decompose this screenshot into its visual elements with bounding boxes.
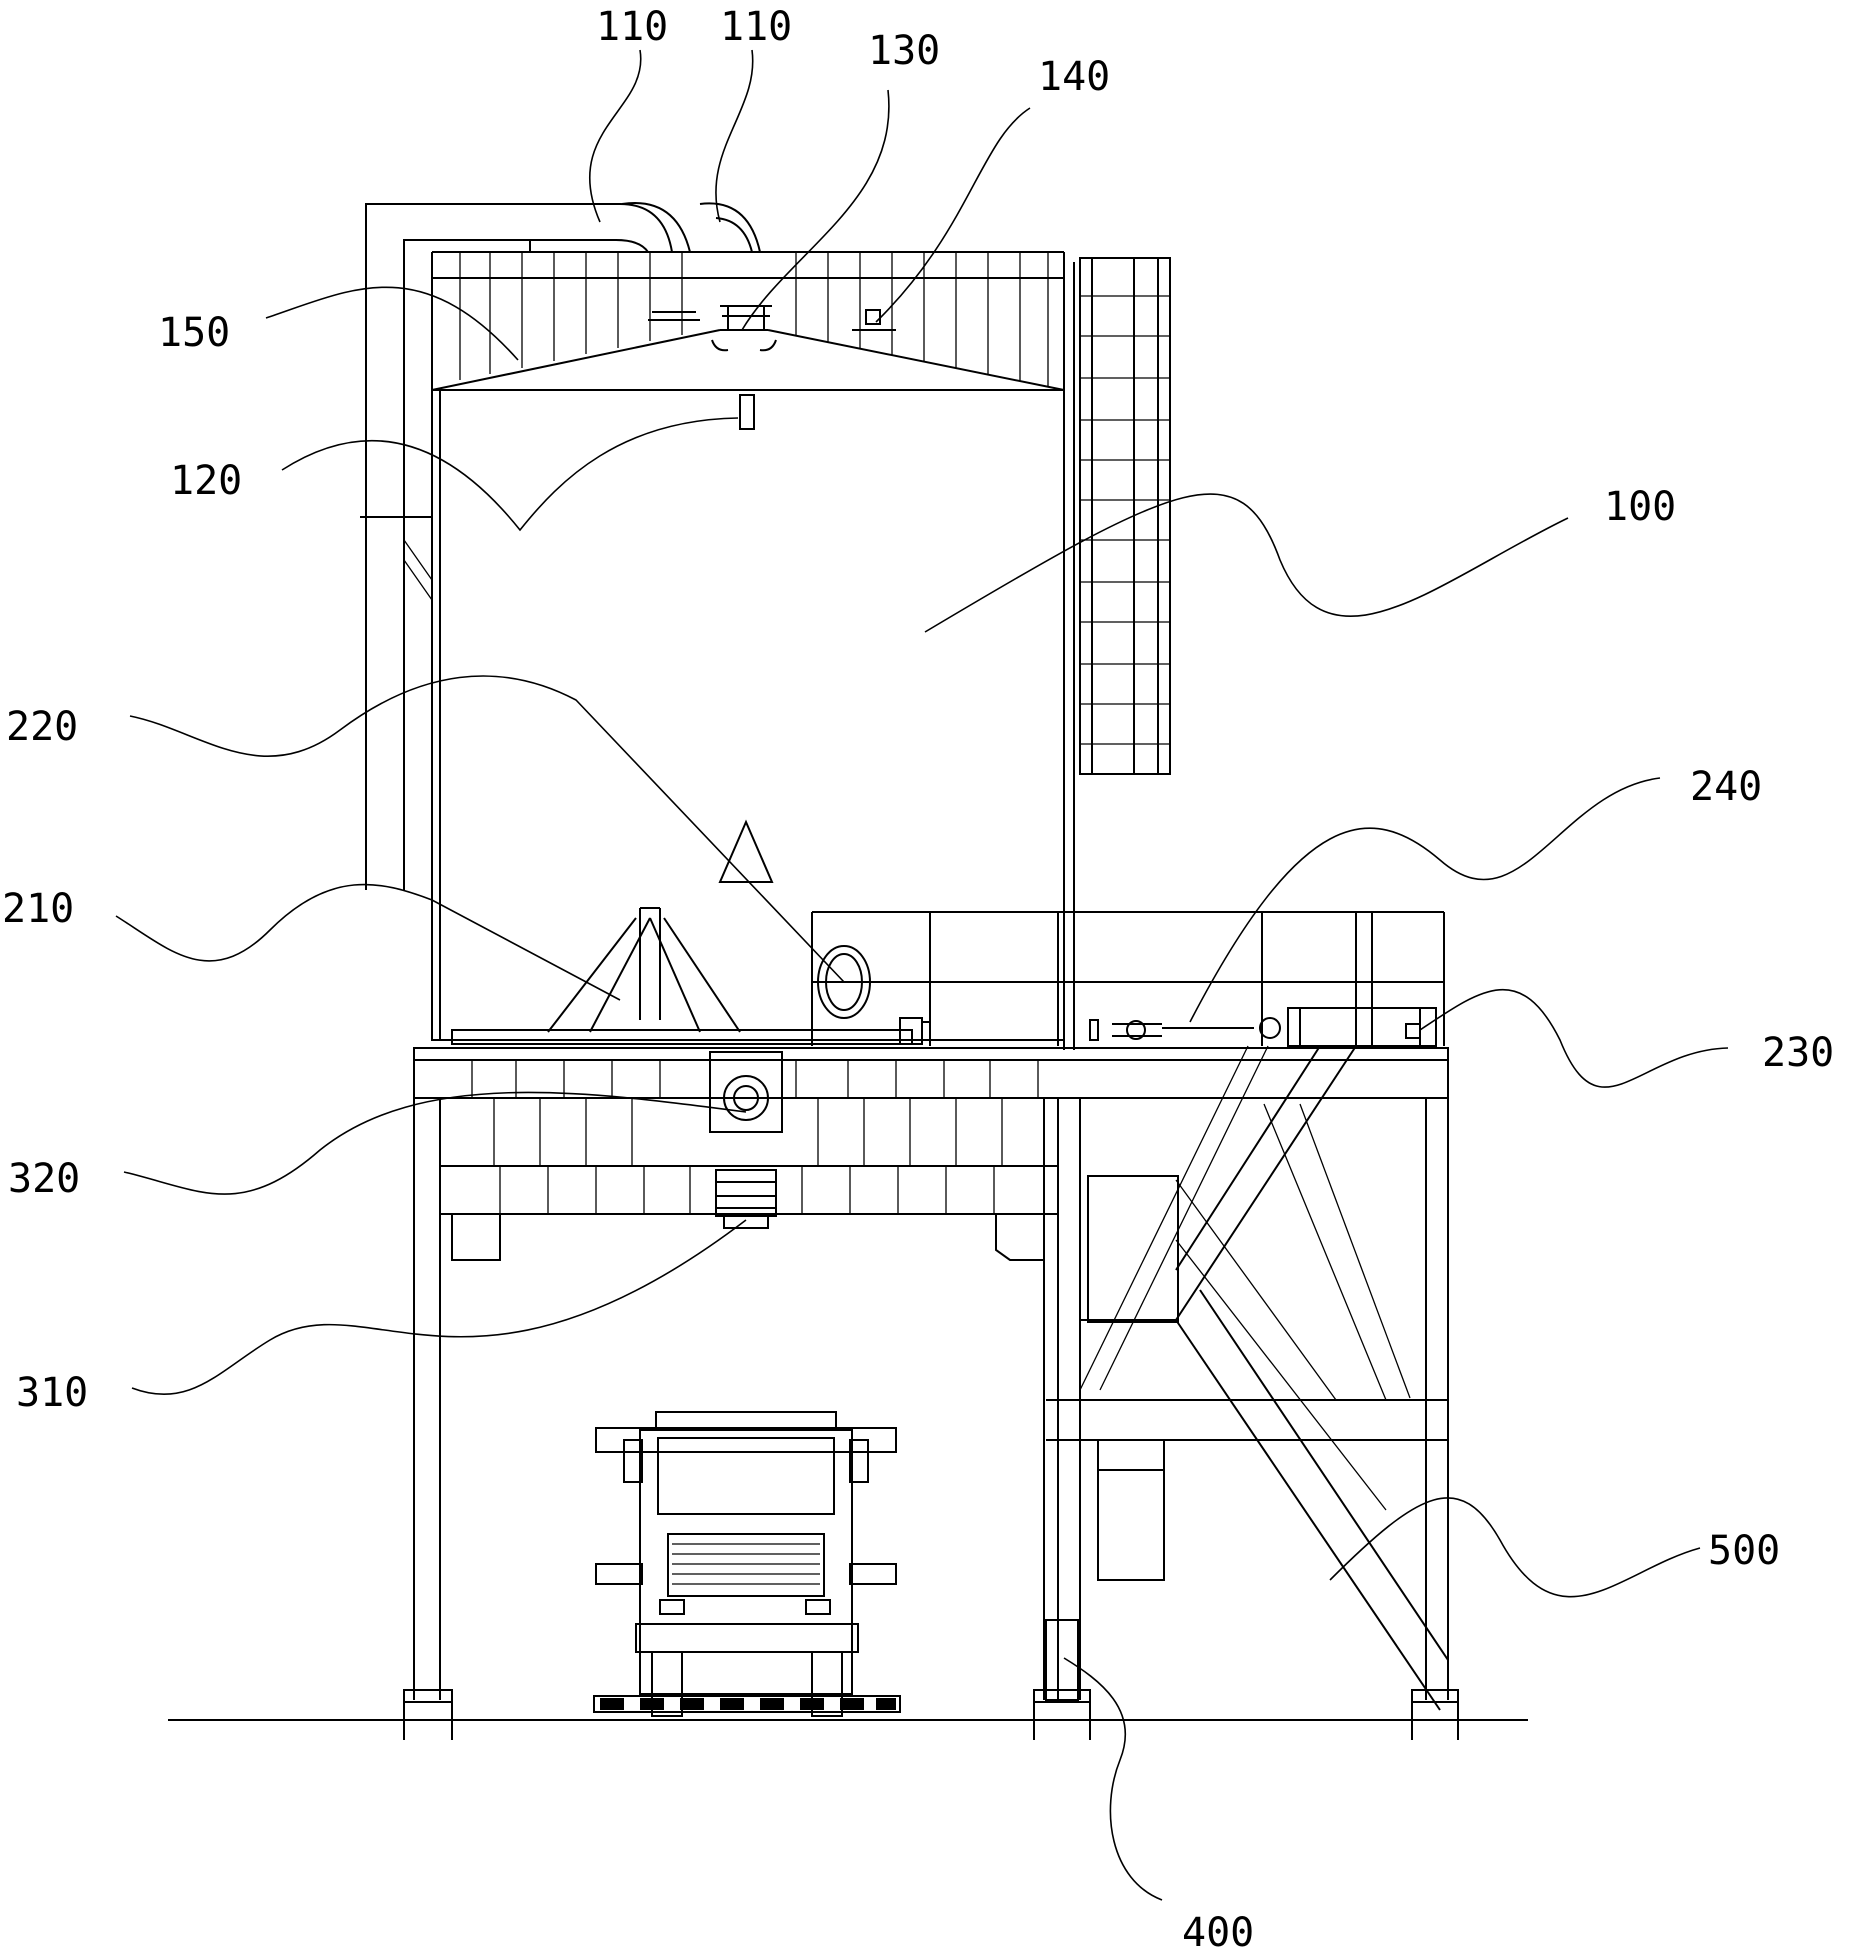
screw-conveyor bbox=[899, 1007, 1437, 1047]
label-100: 100 bbox=[1604, 484, 1676, 530]
reference-labels: 110 110 130 140 150 120 100 220 240 210 … bbox=[2, 4, 1834, 1952]
label-230: 230 bbox=[1762, 1030, 1834, 1076]
label-210: 210 bbox=[2, 886, 74, 932]
stop-strip bbox=[593, 1695, 901, 1713]
leader-400 bbox=[1063, 1657, 1163, 1901]
silo-roof bbox=[431, 329, 1065, 391]
leader-240 bbox=[1189, 777, 1661, 1023]
leader-120 bbox=[281, 417, 739, 532]
label-240: 240 bbox=[1690, 764, 1762, 810]
label-220: 220 bbox=[6, 704, 78, 750]
warning-triangle bbox=[718, 819, 774, 883]
leader-210 bbox=[115, 883, 621, 1001]
main-deck bbox=[413, 1047, 1449, 1099]
leader-110b bbox=[715, 49, 754, 223]
roof-guardrail bbox=[432, 251, 1064, 387]
leader-lines bbox=[115, 49, 1729, 1901]
support-legs bbox=[403, 1048, 1459, 1740]
leader-500 bbox=[1329, 1497, 1701, 1598]
leader-310 bbox=[131, 1219, 747, 1396]
label-140: 140 bbox=[1038, 54, 1110, 100]
label-500: 500 bbox=[1708, 1528, 1780, 1574]
label-320: 320 bbox=[8, 1156, 80, 1202]
label-400: 400 bbox=[1182, 1910, 1254, 1952]
bottom-unloader bbox=[451, 907, 913, 1045]
leader-220 bbox=[129, 675, 845, 983]
label-150: 150 bbox=[158, 310, 230, 356]
loading-spout bbox=[709, 1051, 783, 1229]
leader-110a bbox=[588, 49, 642, 223]
label-130: 130 bbox=[868, 28, 940, 74]
leader-140 bbox=[875, 107, 1031, 323]
leader-150 bbox=[265, 286, 519, 361]
truck bbox=[595, 1411, 897, 1717]
gantry-frame bbox=[439, 1097, 1059, 1261]
leader-130 bbox=[741, 89, 890, 331]
dust-pipes bbox=[360, 202, 761, 890]
label-110b: 110 bbox=[720, 4, 792, 50]
leader-320 bbox=[123, 1091, 747, 1195]
side-ladder-cage bbox=[1063, 257, 1171, 1050]
leader-230 bbox=[1419, 988, 1729, 1088]
label-310: 310 bbox=[16, 1370, 88, 1416]
roof-nozzles bbox=[648, 305, 896, 430]
label-110a: 110 bbox=[596, 4, 668, 50]
staircase bbox=[1046, 1045, 1449, 1711]
label-120: 120 bbox=[170, 458, 242, 504]
leader-100 bbox=[924, 493, 1569, 633]
